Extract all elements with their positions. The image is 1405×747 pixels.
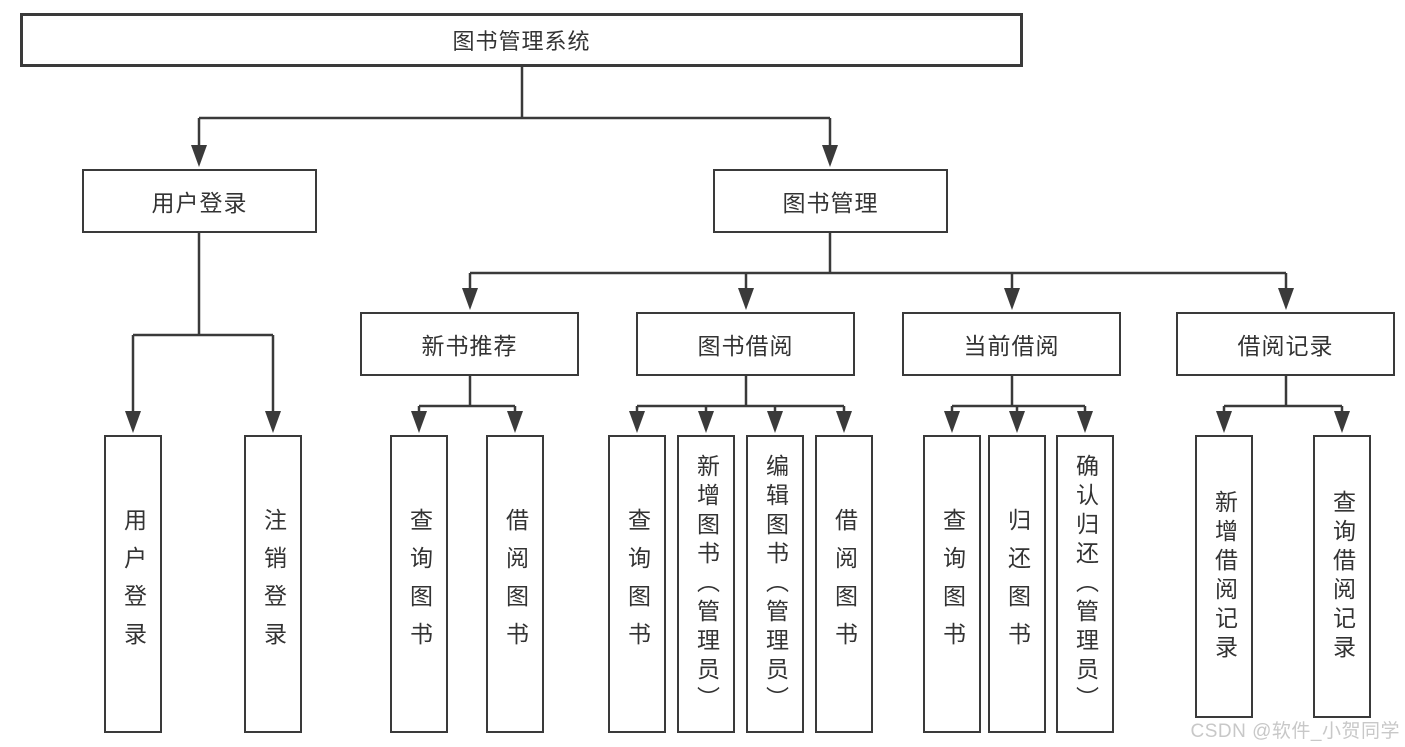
arrow-down-icon [698, 411, 714, 433]
node-new-book-recommend: 新书推荐 [360, 312, 579, 376]
arrow-down-icon [738, 288, 754, 310]
arrow-down-icon [125, 411, 141, 433]
arrow-down-icon [1004, 288, 1020, 310]
node-book-management: 图书管理 [713, 169, 948, 233]
leaf-user-login: 用户登录 [104, 435, 162, 733]
arrowheads [125, 145, 1350, 433]
node-borrow-records: 借阅记录 [1176, 312, 1395, 376]
arrow-down-icon [507, 411, 523, 433]
arrow-down-icon [411, 411, 427, 433]
arrow-down-icon [1334, 411, 1350, 433]
arrow-down-icon [836, 411, 852, 433]
leaf-query-books-3: 查询图书 [923, 435, 981, 733]
watermark: CSDN @软件_小贺同学 [1190, 721, 1400, 742]
leaf-confirm-return-admin: 确认归还（管理员） [1056, 435, 1114, 733]
leaf-query-books-1: 查询图书 [390, 435, 448, 733]
node-current-borrow: 当前借阅 [902, 312, 1121, 376]
arrow-down-icon [1278, 288, 1294, 310]
leaf-add-borrow-record: 新增借阅记录 [1195, 435, 1253, 718]
arrow-down-icon [462, 288, 478, 310]
arrow-down-icon [629, 411, 645, 433]
leaf-query-books-2: 查询图书 [608, 435, 666, 733]
connector-paths [131, 67, 1344, 415]
node-book-borrow: 图书借阅 [636, 312, 855, 376]
leaf-query-borrow-record: 查询借阅记录 [1313, 435, 1371, 718]
arrow-down-icon [1009, 411, 1025, 433]
leaf-edit-books-admin: 编辑图书（管理员） [746, 435, 804, 733]
arrow-down-icon [191, 145, 207, 167]
arrow-down-icon [1216, 411, 1232, 433]
leaf-borrow-books-1: 借阅图书 [486, 435, 544, 733]
arrow-down-icon [944, 411, 960, 433]
node-root: 图书管理系统 [20, 13, 1023, 67]
leaf-return-books: 归还图书 [988, 435, 1046, 733]
arrow-down-icon [1077, 411, 1093, 433]
arrow-down-icon [767, 411, 783, 433]
leaf-logout: 注销登录 [244, 435, 302, 733]
leaf-add-books-admin: 新增图书（管理员） [677, 435, 735, 733]
node-user-login: 用户登录 [82, 169, 317, 233]
arrow-down-icon [265, 411, 281, 433]
leaf-borrow-books-2: 借阅图书 [815, 435, 873, 733]
arrow-down-icon [822, 145, 838, 167]
